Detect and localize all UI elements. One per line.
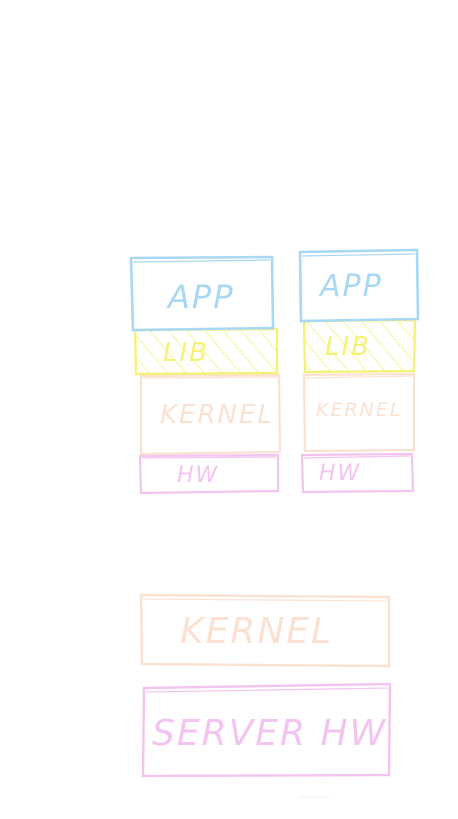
bottom-server-hw-box: SERVER HW (141, 682, 392, 798)
right-kernel-box: KERNEL (302, 372, 416, 453)
right-stack: HW KERNEL LIB APP (298, 248, 420, 494)
left-hw-label: HW (177, 463, 219, 488)
right-hw-box: HW (300, 452, 415, 494)
left-lib-box: LIB (133, 327, 279, 376)
bottom-server-hw-label: SERVER HW (152, 713, 387, 754)
left-stack: HW KERNEL LIB APP (129, 255, 282, 495)
bottom-kernel-box: KERNEL (139, 593, 391, 668)
right-lib-box: LIB (302, 318, 417, 374)
left-app-box: APP (129, 255, 275, 332)
right-lib-label: LIB (325, 332, 371, 362)
right-hw-label: HW (319, 461, 361, 486)
left-kernel-box: KERNEL (139, 373, 282, 456)
right-kernel-label: KERNEL (316, 399, 402, 421)
left-lib-label: LIB (163, 338, 209, 368)
left-kernel-label: KERNEL (160, 400, 274, 430)
left-hw-box: HW (138, 453, 280, 495)
right-app-box: APP (298, 248, 420, 323)
left-app-label: APP (166, 278, 234, 316)
bottom-stack: KERNEL SERVER HW (139, 593, 392, 798)
bottom-kernel-label: KERNEL (180, 611, 333, 652)
right-app-label: APP (318, 269, 383, 304)
